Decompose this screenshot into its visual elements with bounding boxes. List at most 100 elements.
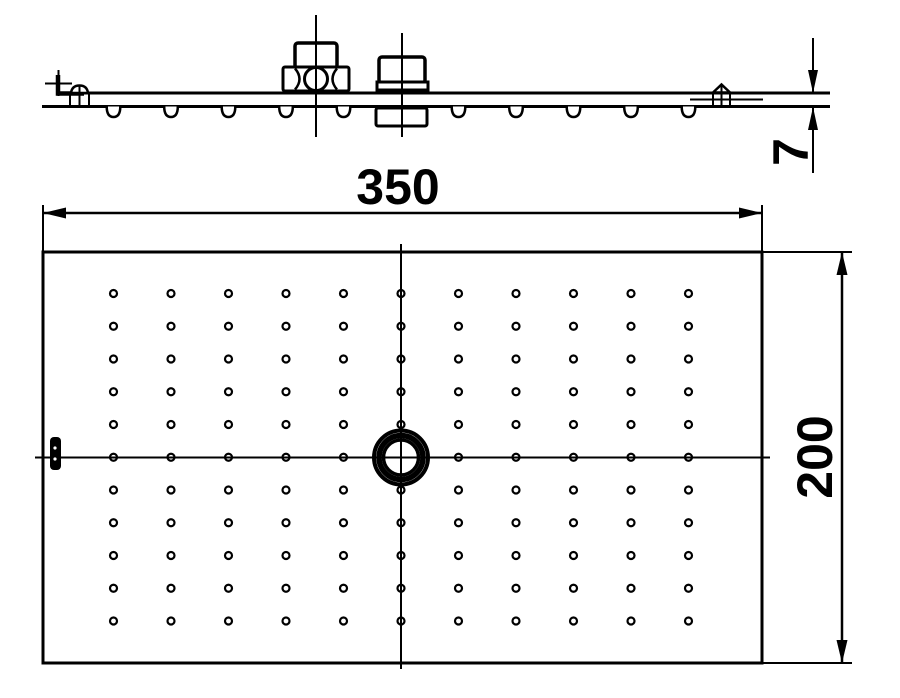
nozzle-hole bbox=[338, 616, 349, 626]
nozzle-hole bbox=[223, 419, 234, 430]
nozzle-hole bbox=[108, 419, 119, 430]
nozzle-hole bbox=[281, 518, 291, 528]
nozzle-hole bbox=[108, 518, 119, 528]
nozzle-hole bbox=[511, 550, 521, 561]
thickness-label: 7 bbox=[763, 138, 819, 166]
nozzle-hole bbox=[108, 288, 119, 299]
width-dimension: 350 bbox=[42, 159, 763, 252]
nozzle-hole bbox=[453, 616, 464, 626]
nozzle-hole bbox=[223, 288, 234, 299]
nozzle-hole bbox=[568, 550, 579, 561]
nozzle-hole bbox=[568, 321, 579, 331]
thickness-dimension: 7 bbox=[763, 38, 819, 173]
nozzle-hole bbox=[108, 321, 119, 331]
nozzle-hole bbox=[338, 288, 349, 299]
nozzle-hole bbox=[453, 321, 464, 331]
nozzle-hole bbox=[568, 354, 579, 364]
nozzle-bump bbox=[680, 106, 697, 119]
nozzle-hole bbox=[626, 354, 636, 364]
nozzle-hole-grid bbox=[108, 288, 694, 626]
ball-joint-jaw-left bbox=[294, 67, 301, 91]
nozzle-bump bbox=[105, 106, 122, 119]
left-bracket bbox=[45, 70, 90, 108]
nozzle-bump bbox=[220, 106, 237, 119]
nozzle-hole bbox=[166, 550, 176, 561]
nozzle-hole bbox=[223, 485, 234, 495]
front-view bbox=[35, 244, 770, 669]
nozzle-hole bbox=[338, 550, 349, 561]
dim200-arrow-up bbox=[836, 252, 848, 275]
nozzle-hole bbox=[511, 583, 521, 593]
nozzle-hole bbox=[166, 354, 176, 364]
nozzle-bump bbox=[162, 106, 180, 119]
nozzle-bump bbox=[335, 106, 352, 119]
nozzle-hole bbox=[223, 387, 234, 397]
brand-mark-body bbox=[50, 437, 61, 470]
nozzle-hole bbox=[683, 387, 694, 397]
dim7-arrow-down bbox=[808, 70, 818, 93]
nozzle-hole bbox=[626, 616, 636, 626]
nozzle-hole bbox=[338, 583, 349, 593]
nozzle-hole bbox=[683, 288, 694, 299]
nozzle-hole bbox=[108, 583, 119, 593]
nozzle-hole bbox=[683, 419, 694, 430]
nozzle-hole bbox=[626, 419, 636, 430]
nozzle-hole bbox=[281, 616, 291, 626]
nozzle-hole bbox=[338, 321, 349, 331]
dim350-arrow-right bbox=[739, 207, 762, 219]
nozzle-hole bbox=[511, 387, 521, 397]
nozzle-hole bbox=[223, 321, 234, 331]
nozzle-hole bbox=[626, 550, 636, 561]
dim7-arrow-up bbox=[808, 107, 818, 130]
nozzle-hole bbox=[281, 288, 291, 299]
nozzle-hole bbox=[626, 583, 636, 593]
nozzle-hole bbox=[223, 354, 234, 364]
nozzle-hole bbox=[568, 616, 579, 626]
nozzle-bump bbox=[277, 106, 295, 119]
nozzle-hole bbox=[683, 583, 694, 593]
nozzle-hole bbox=[511, 616, 521, 626]
nozzle-hole bbox=[683, 550, 694, 561]
nozzle-hole bbox=[511, 288, 521, 299]
nozzle-hole bbox=[511, 419, 521, 430]
nozzle-hole bbox=[281, 550, 291, 561]
nozzle-hole bbox=[683, 616, 694, 626]
nozzle-hole bbox=[166, 583, 176, 593]
dim200-arrow-down bbox=[836, 640, 848, 663]
nozzle-hole bbox=[626, 485, 636, 495]
nozzle-hole bbox=[683, 354, 694, 364]
nozzle-hole bbox=[338, 419, 349, 430]
nozzle-bump bbox=[450, 106, 467, 119]
nozzle-hole bbox=[568, 485, 579, 495]
brand-mark-detail bbox=[53, 446, 57, 450]
nozzle-hole bbox=[683, 518, 694, 528]
nozzle-hole bbox=[453, 485, 464, 495]
nozzle-hole bbox=[338, 387, 349, 397]
nozzle-hole bbox=[281, 583, 291, 593]
nozzle-bump bbox=[622, 106, 640, 119]
ball-joint-jaw-right bbox=[331, 67, 338, 91]
nozzle-hole bbox=[453, 419, 464, 430]
right-clip bbox=[709, 82, 734, 107]
nozzle-hole bbox=[568, 518, 579, 528]
nozzle-hole bbox=[453, 518, 464, 528]
nozzle-hole bbox=[108, 550, 119, 561]
nozzle-hole bbox=[511, 518, 521, 528]
nozzle-hole bbox=[453, 583, 464, 593]
nozzle-hole bbox=[453, 354, 464, 364]
nozzle-hole bbox=[166, 518, 176, 528]
nozzle-hole bbox=[568, 387, 579, 397]
nozzle-hole bbox=[453, 288, 464, 299]
nozzle-hole bbox=[166, 387, 176, 397]
nozzle-hole bbox=[626, 387, 636, 397]
nozzle-hole bbox=[281, 321, 291, 331]
nozzle-hole bbox=[338, 518, 349, 528]
nozzle-hole bbox=[166, 485, 176, 495]
nozzle-hole bbox=[223, 518, 234, 528]
nozzle-hole bbox=[166, 419, 176, 430]
nozzle-hole bbox=[568, 288, 579, 299]
side-view bbox=[42, 15, 830, 137]
nozzle-hole bbox=[166, 616, 176, 626]
height-dimension: 200 bbox=[762, 251, 852, 664]
